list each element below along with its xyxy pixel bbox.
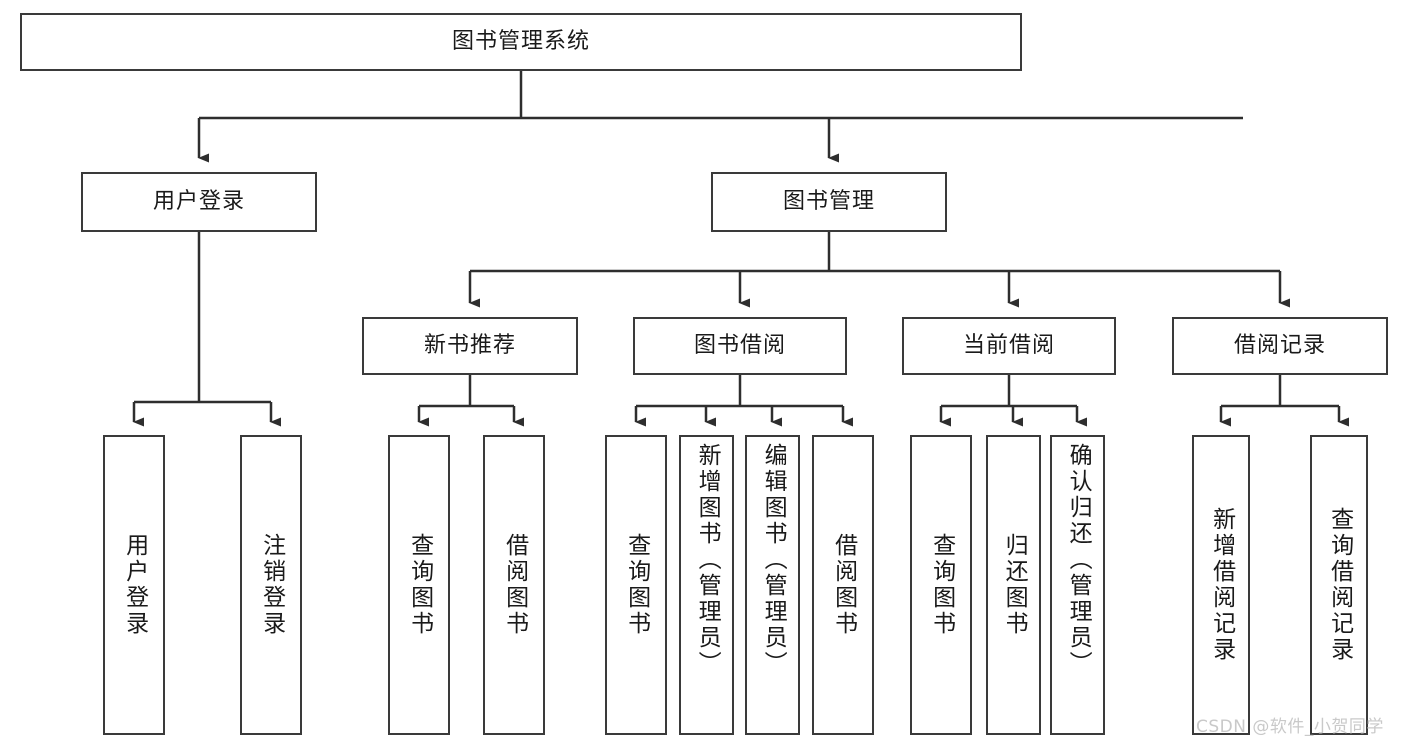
leaf-confirm-return-admin[interactable]: 确认归还（管理员） xyxy=(1050,435,1105,735)
leaf-query-book-current[interactable]: 查询图书 xyxy=(910,435,972,735)
node-book-management[interactable]: 图书管理 xyxy=(711,172,947,232)
leaf-query-borrow-record[interactable]: 查询借阅记录 xyxy=(1310,435,1368,735)
leaf-user-login[interactable]: 用户登录 xyxy=(103,435,165,735)
leaf-borrow-book-recommend[interactable]: 借阅图书 xyxy=(483,435,545,735)
leaf-add-borrow-record[interactable]: 新增借阅记录 xyxy=(1192,435,1250,735)
leaf-query-book-recommend[interactable]: 查询图书 xyxy=(388,435,450,735)
leaf-query-book-borrow[interactable]: 查询图书 xyxy=(605,435,667,735)
node-current-borrow[interactable]: 当前借阅 xyxy=(902,317,1116,375)
node-book-borrow[interactable]: 图书借阅 xyxy=(633,317,847,375)
leaf-return-book[interactable]: 归还图书 xyxy=(986,435,1041,735)
node-borrow-record[interactable]: 借阅记录 xyxy=(1172,317,1388,375)
node-new-book-recommend[interactable]: 新书推荐 xyxy=(362,317,578,375)
node-user-login[interactable]: 用户登录 xyxy=(81,172,317,232)
leaf-add-book-admin[interactable]: 新增图书（管理员） xyxy=(679,435,734,735)
node-root[interactable]: 图书管理系统 xyxy=(20,13,1022,71)
csdn-watermark: CSDN @软件_小贺同学 xyxy=(1196,717,1384,737)
leaf-user-logout[interactable]: 注销登录 xyxy=(240,435,302,735)
leaf-edit-book-admin[interactable]: 编辑图书（管理员） xyxy=(745,435,800,735)
leaf-borrow-book[interactable]: 借阅图书 xyxy=(812,435,874,735)
